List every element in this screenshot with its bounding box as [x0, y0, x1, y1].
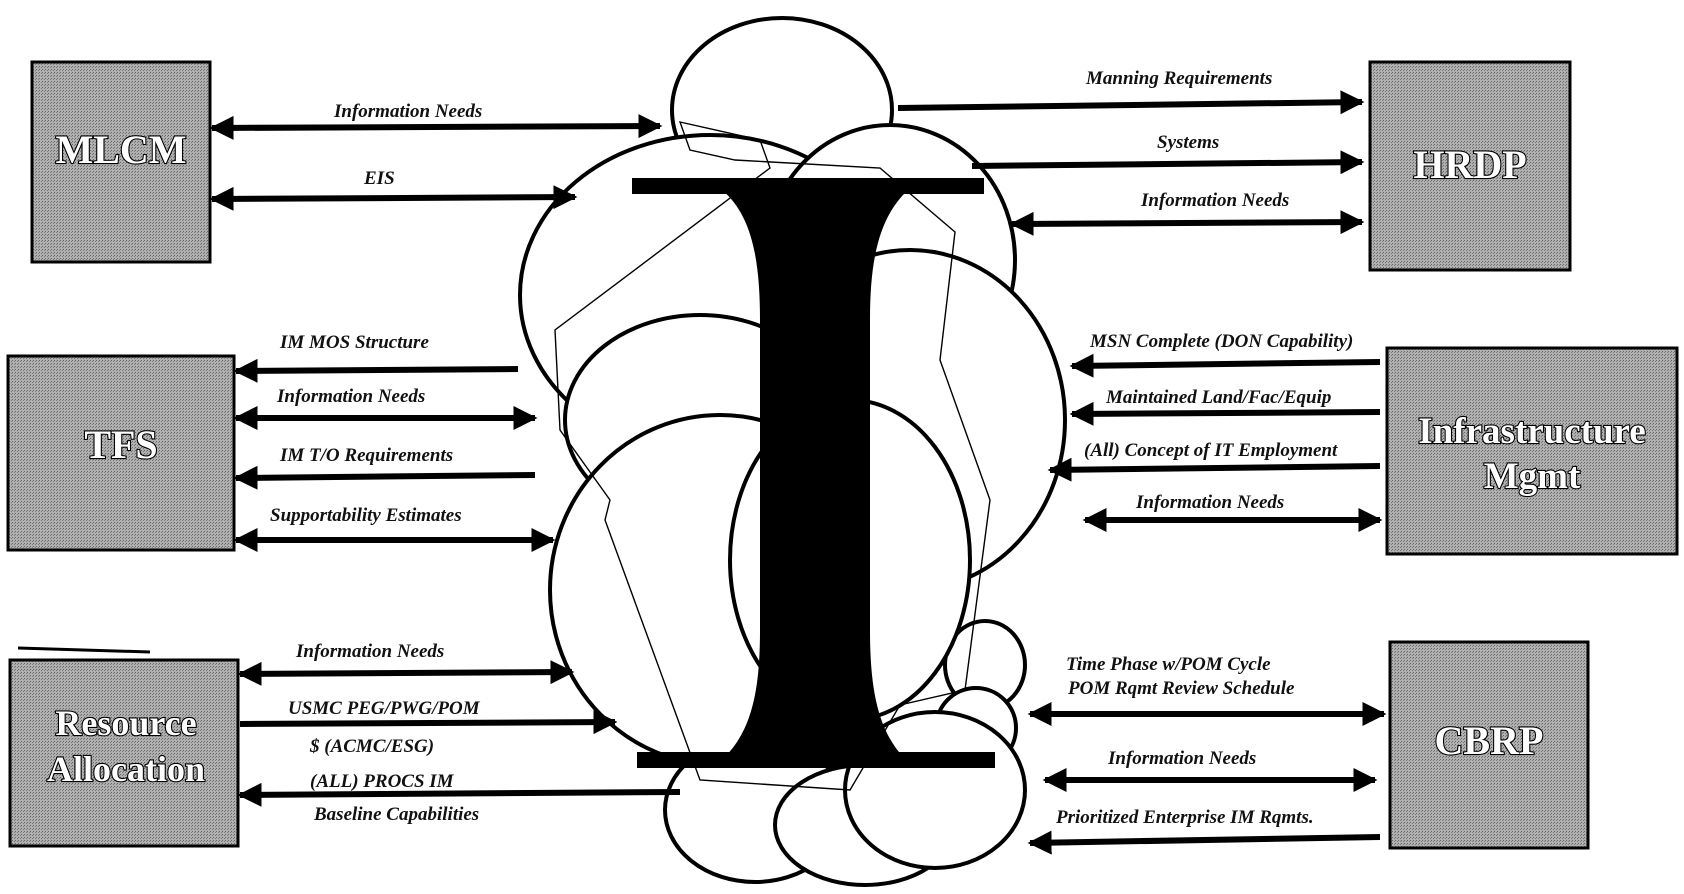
label-cbrp-pom-review: POM Rqmt Review Schedule	[1067, 678, 1295, 699]
label-ra-acmc-esg: $ (ACMC/ESG)	[309, 736, 434, 757]
arrow-cbrp-prioritized	[1030, 837, 1380, 843]
box-mlcm-label: MLCM	[55, 127, 186, 172]
label-im-maintained: Maintained Land/Fac/Equip	[1105, 387, 1331, 408]
arrow-ra-usmc-peg	[240, 722, 615, 724]
arrow-mlcm-eis	[212, 197, 575, 199]
box-infrastructure-mgmt-label-line1: Infrastructure	[1418, 411, 1645, 452]
label-im-concept: (All) Concept of IT Employment	[1084, 440, 1338, 461]
box-infrastructure-mgmt[interactable]: Infrastructure Mgmt	[1387, 348, 1677, 554]
arrow-tfs-im-to-requirements	[236, 475, 535, 478]
box-tfs-label: TFS	[84, 422, 157, 467]
arrow-im-msn-complete	[1072, 362, 1380, 366]
label-cbrp-time-phase: Time Phase w/POM Cycle	[1066, 654, 1271, 675]
arrow-im-concept	[1050, 466, 1380, 470]
label-im-msn-complete: MSN Complete (DON Capability)	[1089, 331, 1353, 352]
box-infrastructure-mgmt-label-line2: Mgmt	[1484, 456, 1581, 497]
arrow-im-maintained	[1072, 412, 1380, 414]
box-hrdp-label: HRDP	[1413, 142, 1526, 187]
label-hrdp-manning: Manning Requirements	[1085, 68, 1272, 89]
box-cbrp[interactable]: CBRP	[1390, 642, 1588, 848]
box-mlcm[interactable]: MLCM	[32, 62, 210, 262]
box-resource-allocation-label-line1: Resource	[55, 703, 196, 743]
arrow-mlcm-information-needs	[212, 126, 660, 128]
label-tfs-im-to-requirements: IM T/O Requirements	[279, 445, 453, 466]
arrow-ra-all-procs	[240, 792, 680, 795]
box-cbrp-label: CBRP	[1435, 718, 1544, 763]
box-hrdp[interactable]: HRDP	[1370, 62, 1570, 270]
label-ra-all-procs: (ALL) PROCS IM	[310, 771, 455, 792]
box-resource-allocation-label-line2: Allocation	[47, 749, 205, 789]
label-im-information-needs: Information Needs	[1135, 492, 1284, 513]
arrow-hrdp-information-needs	[1012, 222, 1362, 224]
label-ra-usmc-peg: USMC PEG/PWG/POM	[288, 698, 481, 719]
label-cbrp-prioritized: Prioritized Enterprise IM Rqmts.	[1055, 807, 1314, 828]
label-tfs-im-mos-structure: IM MOS Structure	[279, 332, 429, 353]
flow-labels-left: Information Needs EIS IM MOS Structure I…	[270, 101, 482, 825]
box-tfs[interactable]: TFS	[8, 356, 234, 550]
arrow-ra-information-needs	[240, 672, 572, 674]
label-cbrp-information-needs: Information Needs	[1107, 748, 1256, 769]
arrow-tfs-im-mos-structure	[236, 369, 518, 371]
box-resource-allocation[interactable]: Resource Allocation	[10, 648, 238, 846]
label-hrdp-systems: Systems	[1157, 132, 1219, 153]
arrow-hrdp-systems	[972, 162, 1362, 166]
label-mlcm-eis: EIS	[363, 168, 395, 189]
label-tfs-information-needs: Information Needs	[276, 386, 425, 407]
label-hrdp-information-needs: Information Needs	[1140, 190, 1289, 211]
arrow-hrdp-manning	[898, 102, 1362, 108]
label-ra-information-needs: Information Needs	[295, 641, 444, 662]
label-tfs-supportability: Supportability Estimates	[270, 505, 462, 526]
label-ra-baseline: Baseline Capabilities	[313, 804, 479, 825]
label-mlcm-information-needs: Information Needs	[333, 101, 482, 122]
